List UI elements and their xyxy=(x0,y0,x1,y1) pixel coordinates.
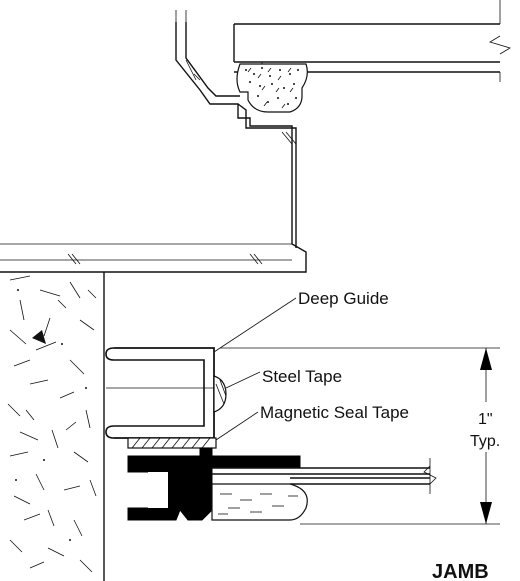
steel-tape xyxy=(127,437,217,449)
deep-guide-label: Deep Guide xyxy=(298,289,389,308)
concrete-wall xyxy=(7,272,105,581)
glazing-gasket xyxy=(236,63,308,113)
dimension-lines xyxy=(220,347,500,525)
dimension-value-label: 1" xyxy=(478,411,493,428)
steel-tape-label: Steel Tape xyxy=(262,367,342,386)
door-slat-extrusion xyxy=(127,447,437,521)
leader-lines xyxy=(213,297,297,441)
deep-guide-channel xyxy=(105,347,227,439)
magnetic-seal-tape-label: Magnetic Seal Tape xyxy=(260,403,409,422)
section-title: JAMB xyxy=(432,561,489,581)
dimension-note-label: Typ. xyxy=(470,433,500,450)
upper-frame-member xyxy=(0,10,307,273)
